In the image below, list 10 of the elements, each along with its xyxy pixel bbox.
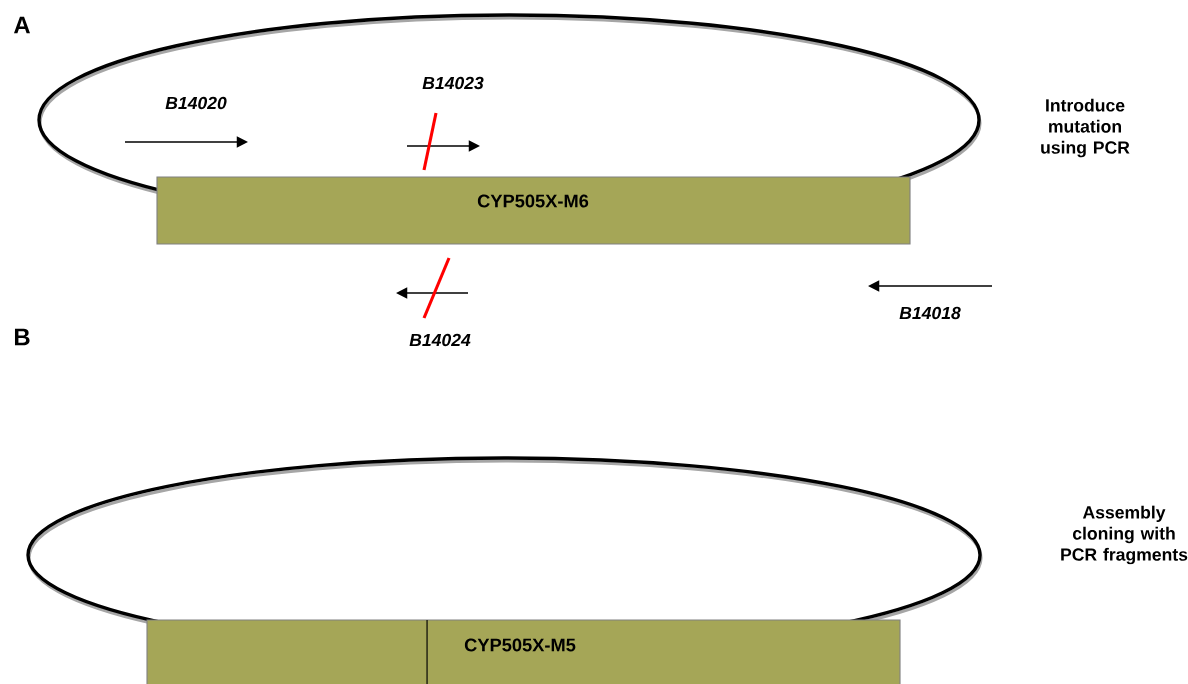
step-note: Introduce mutation using PCR [1041,98,1130,158]
panel-letter: B [15,328,30,346]
step-note: Assembly cloning with PCR fragments [1061,505,1188,565]
primer-label: B14020 [165,96,227,110]
primer-label: B14024 [409,333,471,347]
gene-box: CYP505X-M5 [146,619,901,684]
primer-label: B14023 [422,76,484,90]
panel-letter: A [13,16,30,34]
gene-box: CYP505X-M6 [156,176,911,245]
primer-label: B14018 [899,306,961,320]
